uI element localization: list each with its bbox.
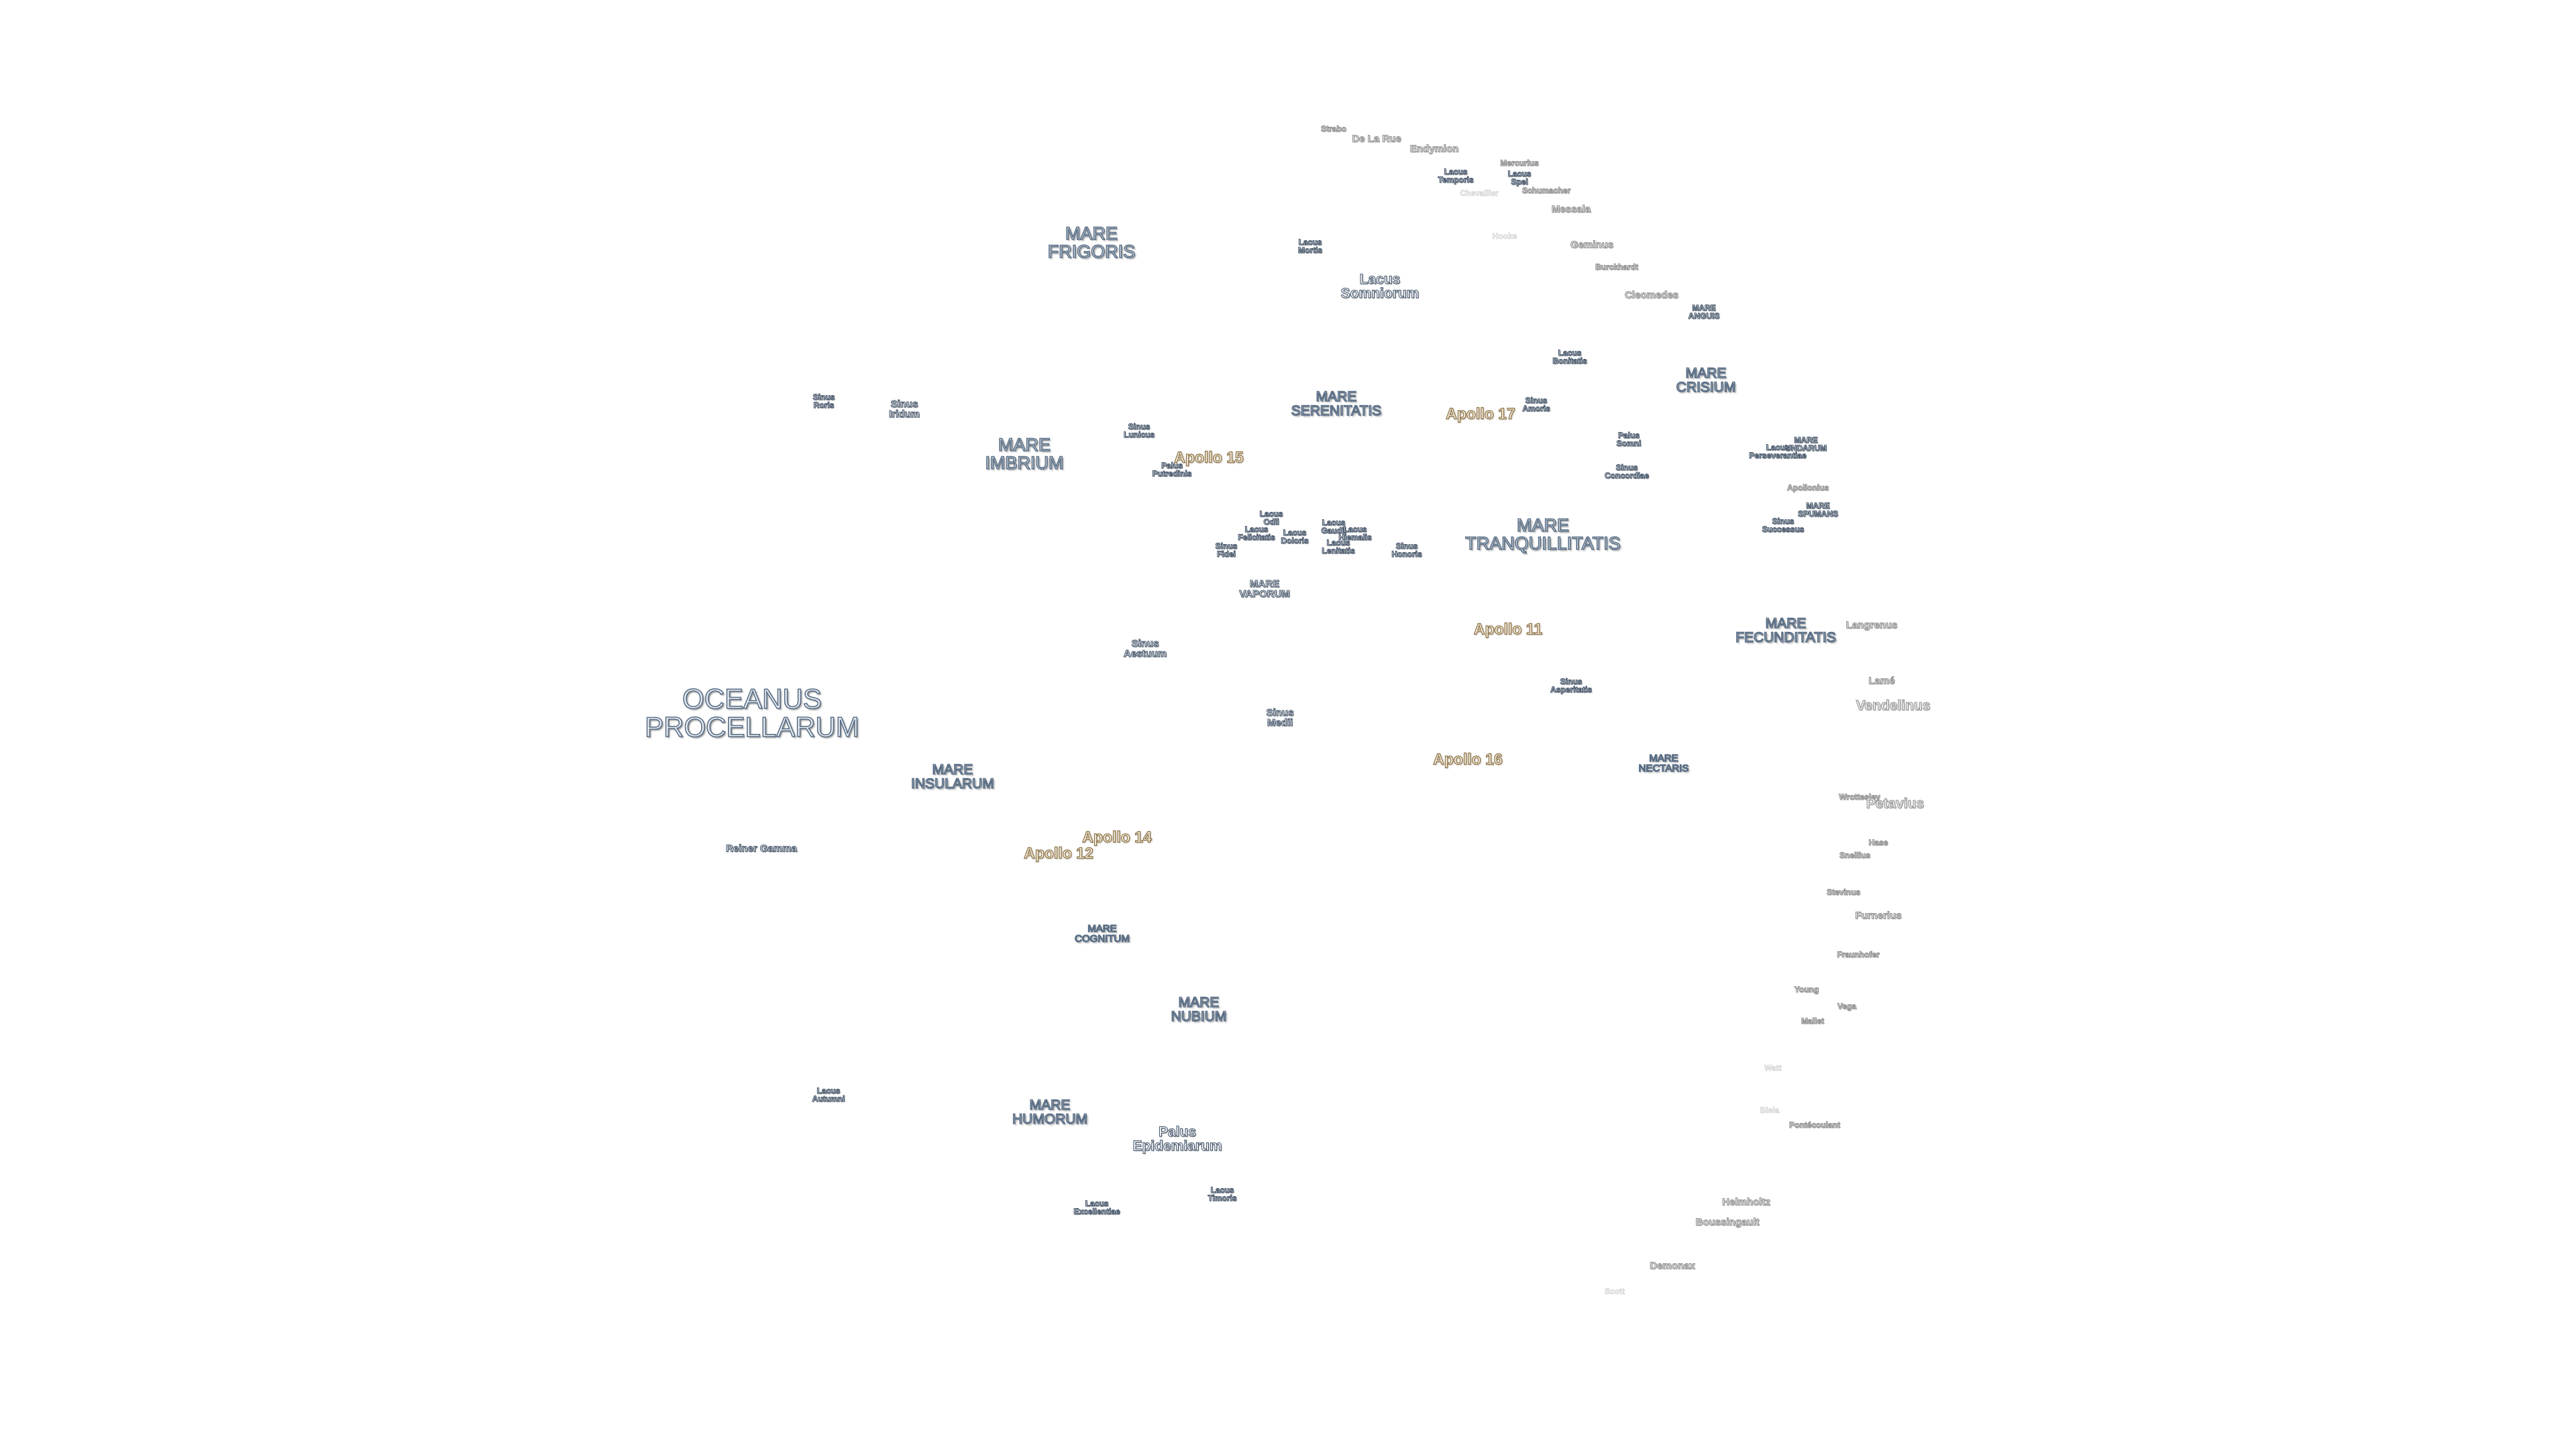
mare-nectaris-label: MARE NECTARIS [1638,753,1689,774]
sinus-fidei-label: Sinus Fidei [1215,541,1238,559]
reiner-gamma-label: Reiner Gamma [726,843,798,855]
apollo-11-label: Apollo 11 [1473,620,1543,638]
vega-label: Vega [1837,1002,1857,1011]
lacus-somniorum-label: Lacus Somniorum [1340,272,1419,301]
mare-cognitum-label: MARE COGNITUM [1074,923,1130,945]
sinus-amoris-label: Sinus Amoris [1522,396,1550,413]
mare-humorum-label: MARE HUMORUM [1012,1097,1088,1127]
lacus-doloris-label: Lacus Doloris [1281,528,1309,545]
lacus-felicitatis-label: Lacus Felicitatis [1238,525,1275,542]
palus-epidemiarum-label: Palus Epidemiarum [1132,1124,1222,1154]
oceanus-procellarum-label: OCEANUS PROCELLARUM [644,683,859,743]
lame-label: Lamé [1868,675,1895,687]
boussingault-label: Boussingault [1695,1216,1760,1228]
strabo-label: Strabo [1320,124,1347,133]
hase-label: Hase [1868,838,1888,847]
lacus-lenitatis-label: Lacus Lenitatis [1322,538,1355,555]
mare-tranquillitatis-label: MARE TRANQUILLITATIS [1464,515,1621,553]
mare-spumans-label: MARE SPUMANS [1797,501,1839,519]
mare-fecunditatis-label: MARE FECUNDITATIS [1735,616,1836,645]
burckhardt-label: Burckhardt [1595,262,1639,272]
vendelinus-label: Vendelinus [1856,698,1931,714]
lacus-odii-label: Lacus Odii [1259,509,1283,527]
sinus-medii-label: Sinus Medii [1266,707,1294,729]
lacus-bonitatis-label: Lacus Bonitatis [1552,348,1587,366]
furnerius-label: Furnerius [1855,910,1902,922]
sinus-iridum-label: Sinus Iridum [889,398,920,420]
apollo-17-label: Apollo 17 [1446,405,1516,423]
fraunhofer-label: Fraunhofer [1837,950,1880,959]
chevallier-label: Chevallier [1460,189,1499,198]
lacus-autumni-label: Lacus Autumni [812,1086,845,1104]
schumacher-label: Schumacher [1521,186,1571,195]
langrenus-label: Langrenus [1845,619,1898,631]
apollo-16-label: Apollo 16 [1433,750,1503,768]
palus-somni-label: Palus Somni [1616,431,1642,448]
mare-imbrium-label: MARE IMBRIUM [985,435,1065,473]
mallet-label: Mallet [1801,1016,1825,1026]
sinus-aestuum-label: Sinus Aestuum [1123,638,1167,659]
mare-vaporum-label: MARE VAPORUM [1239,578,1291,600]
mare-undarum-label: MARE UNDARUM [1785,435,1827,453]
sinus-honoris-label: Sinus Honoris [1391,541,1422,559]
geminus-label: Geminus [1570,239,1614,251]
mare-insularum-label: MARE INSULARUM [910,762,994,792]
sinus-successus-label: Sinus Successus [1762,517,1805,534]
sinus-asperitatis-label: Sinus Asperitatis [1550,677,1593,694]
lacus-hiemalis-label: Lacus Hiemalis [1338,525,1372,542]
mare-anguis-label: MARE ANGUIS [1688,303,1720,321]
mercurius-label: Mercurius [1500,158,1539,168]
lacus-temporis-label: Lacus Temporis [1438,167,1474,184]
mare-frigoris-label: MARE FRIGORIS [1047,223,1136,262]
messala-label: Messala [1551,203,1591,215]
young-label: Young [1794,985,1819,994]
demonax-label: Demonax [1650,1260,1696,1272]
pontecoulant-label: Pontécoulant [1788,1120,1841,1130]
biela-label: Biela [1760,1106,1780,1115]
palus-putredinis-label: Palus Putredinis [1152,461,1192,478]
helmholtz-label: Helmholtz [1722,1196,1771,1208]
endymion-label: Endymion [1409,143,1459,155]
snellius-label: Snellius [1839,851,1871,860]
lacus-gaudii-label: Lacus Gaudii [1321,518,1346,535]
lacus-perseverantiae-label: Lacus Perseverantiae [1749,443,1807,460]
de-la-rue-label: De La Rue [1352,133,1401,145]
wrottesley-label: Wrottesley [1839,792,1880,802]
lacus-mortis-label: Lacus Mortis [1298,237,1323,255]
mare-crisium-label: MARE CRISIUM [1676,366,1736,395]
sinus-roris-label: Sinus Roris [812,392,835,410]
lacus-excellentiae-label: Lacus Excellentiae [1073,1199,1120,1216]
apollo-12-label: Apollo 12 [1024,844,1094,862]
lacus-spei-label: Lacus Spei [1507,169,1532,186]
hooke-label: Hooke [1492,231,1517,241]
petavius-label: Petavius [1866,796,1925,812]
cleomedes-label: Cleomedes [1624,289,1679,301]
watt-label: Watt [1764,1063,1782,1073]
stevinus-label: Stevinus [1826,888,1861,897]
apollonius-label: Apollonius [1787,483,1829,492]
sinus-concordiae-label: Sinus Concordiae [1604,463,1650,480]
lacus-timoris-label: Lacus Timoris [1208,1185,1237,1203]
scott-label: Scott [1605,1287,1625,1296]
apollo-14-label: Apollo 14 [1082,828,1152,846]
mare-nubium-label: MARE NUBIUM [1171,995,1227,1024]
apollo-15-label: Apollo 15 [1174,448,1244,466]
mare-serenitatis-label: MARE SERENITATIS [1291,389,1382,419]
sinus-lunicus-label: Sinus Lunicus [1123,422,1155,439]
